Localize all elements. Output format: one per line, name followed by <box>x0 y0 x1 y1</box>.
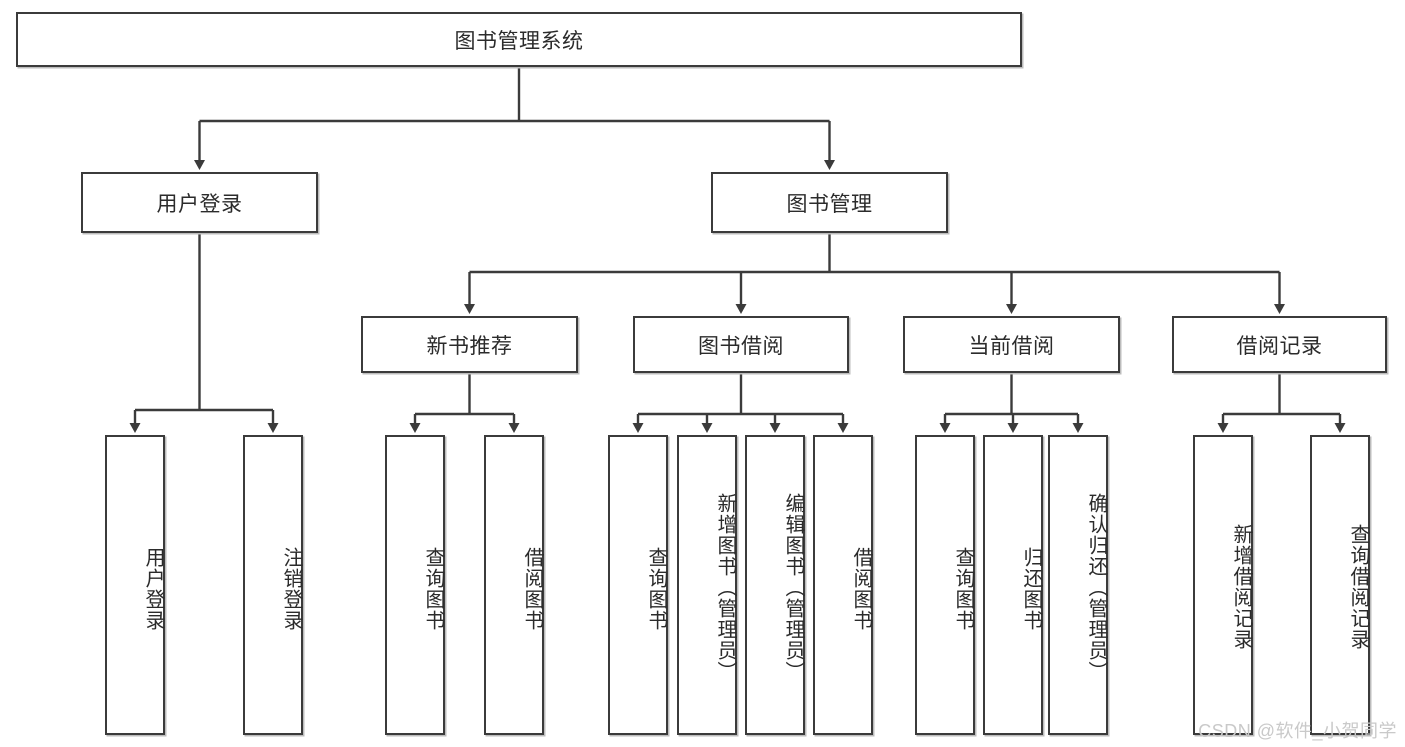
node-label: 查询图书 <box>952 547 974 631</box>
node-label: 图书管理系统 <box>454 29 584 53</box>
node-leaf-user-login[interactable]: 用户登录 <box>105 435 165 735</box>
node-label: 确认归还（管理员） <box>1085 492 1107 682</box>
node-label: 图书借阅 <box>698 334 784 358</box>
node-label: 当前借阅 <box>968 334 1055 358</box>
node-root[interactable]: 图书管理系统 <box>16 12 1022 67</box>
node-leaf-confirm-return-admin[interactable]: 确认归还（管理员） <box>1048 435 1108 735</box>
node-leaf-query-book-3[interactable]: 查询图书 <box>915 435 975 735</box>
node-leaf-query-borrow-record[interactable]: 查询借阅记录 <box>1310 435 1370 735</box>
node-label: 新增图书（管理员） <box>714 492 736 682</box>
node-label: 用户登录 <box>142 547 164 631</box>
node-leaf-add-book-admin[interactable]: 新增图书（管理员） <box>677 435 737 735</box>
node-label: 新书推荐 <box>426 334 513 358</box>
node-leaf-logout-login[interactable]: 注销登录 <box>243 435 303 735</box>
node-book-borrow[interactable]: 图书借阅 <box>633 316 849 373</box>
node-label: 用户登录 <box>156 192 243 216</box>
node-leaf-return-book[interactable]: 归还图书 <box>983 435 1043 735</box>
node-label: 借阅图书 <box>850 547 872 631</box>
node-leaf-add-borrow-record[interactable]: 新增借阅记录 <box>1193 435 1253 735</box>
node-label: 借阅图书 <box>521 547 543 631</box>
node-label: 编辑图书（管理员） <box>782 492 804 682</box>
node-label: 新增借阅记录 <box>1230 524 1252 650</box>
node-label: 注销登录 <box>280 547 302 631</box>
node-label: 查询图书 <box>645 547 667 631</box>
node-label: 归还图书 <box>1020 547 1042 631</box>
node-book-manage[interactable]: 图书管理 <box>711 172 948 233</box>
node-borrow-record[interactable]: 借阅记录 <box>1172 316 1387 373</box>
node-leaf-borrow-book-1[interactable]: 借阅图书 <box>484 435 544 735</box>
node-current-borrow[interactable]: 当前借阅 <box>903 316 1120 373</box>
node-leaf-query-book-1[interactable]: 查询图书 <box>385 435 445 735</box>
node-leaf-borrow-book-2[interactable]: 借阅图书 <box>813 435 873 735</box>
node-label: 借阅记录 <box>1236 334 1323 358</box>
node-user-login[interactable]: 用户登录 <box>81 172 318 233</box>
node-leaf-edit-book-admin[interactable]: 编辑图书（管理员） <box>745 435 805 735</box>
node-leaf-query-book-2[interactable]: 查询图书 <box>608 435 668 735</box>
node-new-book-recommend[interactable]: 新书推荐 <box>361 316 578 373</box>
node-label: 查询图书 <box>422 547 444 631</box>
node-label: 查询借阅记录 <box>1347 524 1369 650</box>
node-label: 图书管理 <box>786 192 873 216</box>
